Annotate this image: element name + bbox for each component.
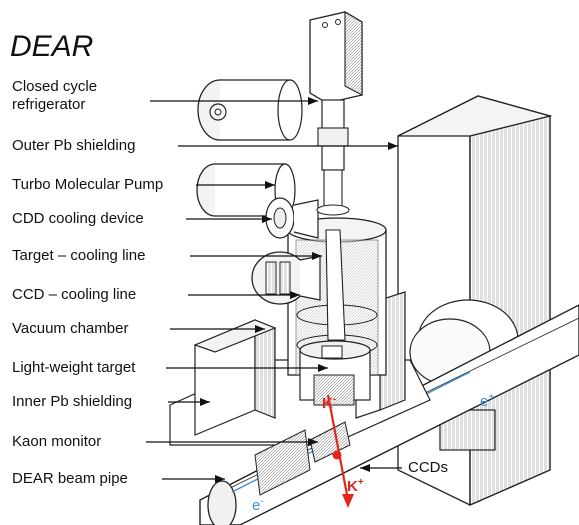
kaon-plus-symbol: K [347,478,358,495]
label-closed-cycle-refrigerator: Closed cycle refrigerator [12,78,98,113]
positron-label: e+ [480,392,494,410]
label-ccds: CCDs [408,459,448,476]
target-assembly [299,340,371,406]
leader-lines [146,100,402,480]
positron-charge: + [488,392,495,403]
label-kaon-monitor: Kaon monitor [12,433,102,450]
label-cdd-cooling-device: CDD cooling device [12,210,144,227]
positron-symbol: e [480,393,489,410]
ccd-cooling-housing [251,251,321,305]
turbo-molecular-pump [197,79,303,141]
kaon-track [326,394,354,508]
label-light-weight-target: Light-weight target [12,359,136,376]
diagram-title: DEAR [10,30,94,63]
electron-label: e- [252,496,264,514]
electron-symbol: e [252,497,261,514]
leader-arrowheads [200,97,398,483]
label-inner-pb-shielding: Inner Pb shielding [12,393,133,410]
label-target-cooling-line: Target – cooling line [12,247,146,264]
kaon-minus-symbol: K [322,395,333,412]
label-vacuum-chamber: Vacuum chamber [12,320,129,337]
closed-cycle-refrigerator [309,11,363,341]
interaction-point [332,450,342,460]
label-ccd-cooling-line: CCD – cooling line [12,286,137,303]
label-dear-beam-pipe: DEAR beam pipe [12,470,128,487]
kaon-minus-charge: - [332,394,337,405]
kaon-minus-label: K- [322,394,336,412]
label-turbo-molecular-pump: Turbo Molecular Pump [12,176,164,193]
kaon-plus-charge: + [357,477,364,488]
electron-charge: - [260,496,264,507]
kaon-plus-label: K+ [347,477,364,495]
cdd-cooling-device [265,197,319,239]
label-outer-pb-shielding: Outer Pb shielding [12,137,136,154]
